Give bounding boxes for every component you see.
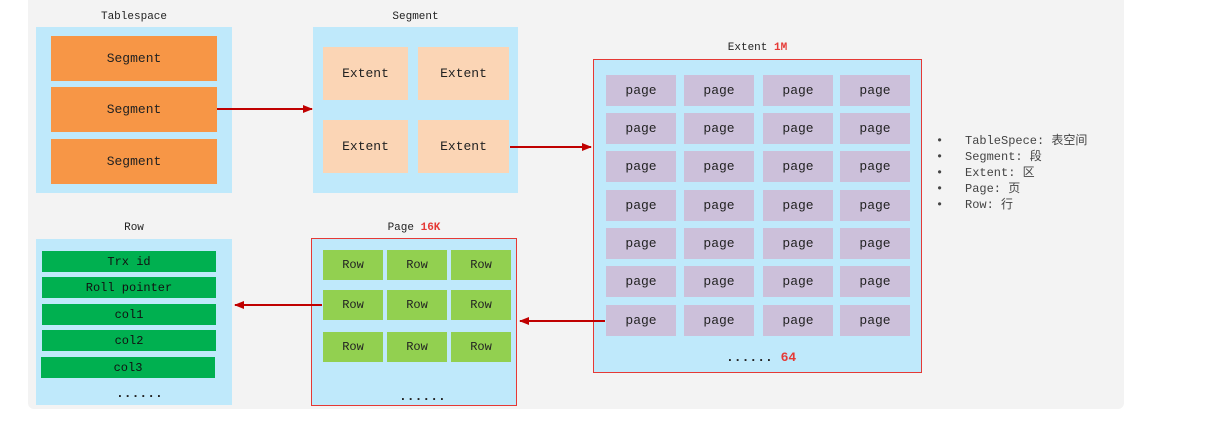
row-field-col1: col1 xyxy=(42,304,216,325)
extent-page-cell: page xyxy=(606,75,676,106)
legend-text: Extent: 区 xyxy=(965,166,1035,180)
page-title: Page 16K xyxy=(311,222,517,234)
page-row-cell: Row xyxy=(323,332,383,362)
legend-text: Row: 行 xyxy=(965,198,1014,212)
page-more-dots: ...... xyxy=(399,389,446,404)
extent-title: Extent 1M xyxy=(593,42,922,54)
row-field-col2: col2 xyxy=(42,330,216,351)
page-size: 16K xyxy=(420,222,441,234)
extent-page-cell: page xyxy=(606,151,676,182)
segment-title: Segment xyxy=(392,11,439,23)
row-field-roll-pointer: Roll pointer xyxy=(42,277,216,298)
page-row-cell: Row xyxy=(451,250,511,280)
extent-page-cell: page xyxy=(684,113,754,144)
extent-page-cell: page xyxy=(684,266,754,297)
extent-page-cell: page xyxy=(763,305,833,336)
extent-page-cell: page xyxy=(763,75,833,106)
page-row-cell: Row xyxy=(387,290,447,320)
tablespace-segment: Segment xyxy=(51,87,217,132)
extent-page-cell: page xyxy=(763,266,833,297)
page-row-cell: Row xyxy=(387,250,447,280)
extent-title-text: Extent xyxy=(727,42,768,54)
legend-list: • TableSpece: 表空间 • Segment: 段 • Extent: 区 • Pa… xyxy=(936,133,1087,213)
extent-page-cell: page xyxy=(840,305,910,336)
extent-more: ...... 64 xyxy=(726,350,796,365)
extent-page-cell: page xyxy=(763,151,833,182)
extent-page-cell: page xyxy=(606,266,676,297)
legend-bullet: • xyxy=(936,166,944,180)
extent-page-cell: page xyxy=(606,305,676,336)
legend-item: • Page: 页 xyxy=(936,181,1087,197)
legend-text: Segment: 段 xyxy=(965,150,1042,164)
page-row-cell: Row xyxy=(323,250,383,280)
extent-page-cell: page xyxy=(684,190,754,221)
extent-page-cell: page xyxy=(763,113,833,144)
extent-more-dots: ...... xyxy=(726,350,773,365)
segment-extent: Extent xyxy=(323,47,408,100)
extent-more-count: 64 xyxy=(780,350,797,365)
extent-page-cell: page xyxy=(684,305,754,336)
tablespace-segment: Segment xyxy=(51,139,217,184)
extent-page-cell: page xyxy=(606,113,676,144)
tablespace-title: Tablespace xyxy=(100,11,167,23)
legend-item: • TableSpece: 表空间 xyxy=(936,133,1087,149)
extent-page-cell: page xyxy=(840,190,910,221)
segment-extent: Extent xyxy=(418,120,509,173)
row-field-col3: col3 xyxy=(41,357,215,378)
segment-extent: Extent xyxy=(323,120,408,173)
extent-page-cell: page xyxy=(840,266,910,297)
extent-size: 1M xyxy=(774,42,788,54)
page-row-cell: Row xyxy=(451,332,511,362)
legend-bullet: • xyxy=(936,134,944,148)
tablespace-container: Segment Segment Segment xyxy=(36,27,232,193)
legend-bullet: • xyxy=(936,150,944,164)
legend-text: TableSpece: 表空间 xyxy=(965,134,1088,148)
page-row-cell: Row xyxy=(451,290,511,320)
tablespace-segment: Segment xyxy=(51,36,217,81)
extent-page-cell: page xyxy=(840,75,910,106)
extent-page-cell: page xyxy=(684,151,754,182)
page-row-cell: Row xyxy=(387,332,447,362)
extent-page-cell: page xyxy=(606,228,676,259)
extent-page-cell: page xyxy=(840,228,910,259)
extent-page-cell: page xyxy=(684,228,754,259)
legend-item: • Segment: 段 xyxy=(936,149,1087,165)
extent-page-cell: page xyxy=(840,151,910,182)
legend-text: Page: 页 xyxy=(965,182,1021,196)
legend-bullet: • xyxy=(936,182,944,196)
row-more-dots: ...... xyxy=(116,386,163,401)
extent-page-cell: page xyxy=(763,228,833,259)
segment-extent: Extent xyxy=(418,47,509,100)
segment-container: Extent Extent Extent Extent xyxy=(313,27,518,193)
extent-page-cell: page xyxy=(606,190,676,221)
extent-page-cell: page xyxy=(840,113,910,144)
page-row-cell: Row xyxy=(323,290,383,320)
legend-bullet: • xyxy=(936,198,944,212)
legend-item: • Row: 行 xyxy=(936,197,1087,213)
row-title: Row xyxy=(124,222,144,234)
row-field-trx-id: Trx id xyxy=(42,251,216,272)
legend-item: • Extent: 区 xyxy=(936,165,1087,181)
page-title-text: Page xyxy=(387,222,414,234)
extent-page-cell: page xyxy=(763,190,833,221)
extent-page-cell: page xyxy=(684,75,754,106)
